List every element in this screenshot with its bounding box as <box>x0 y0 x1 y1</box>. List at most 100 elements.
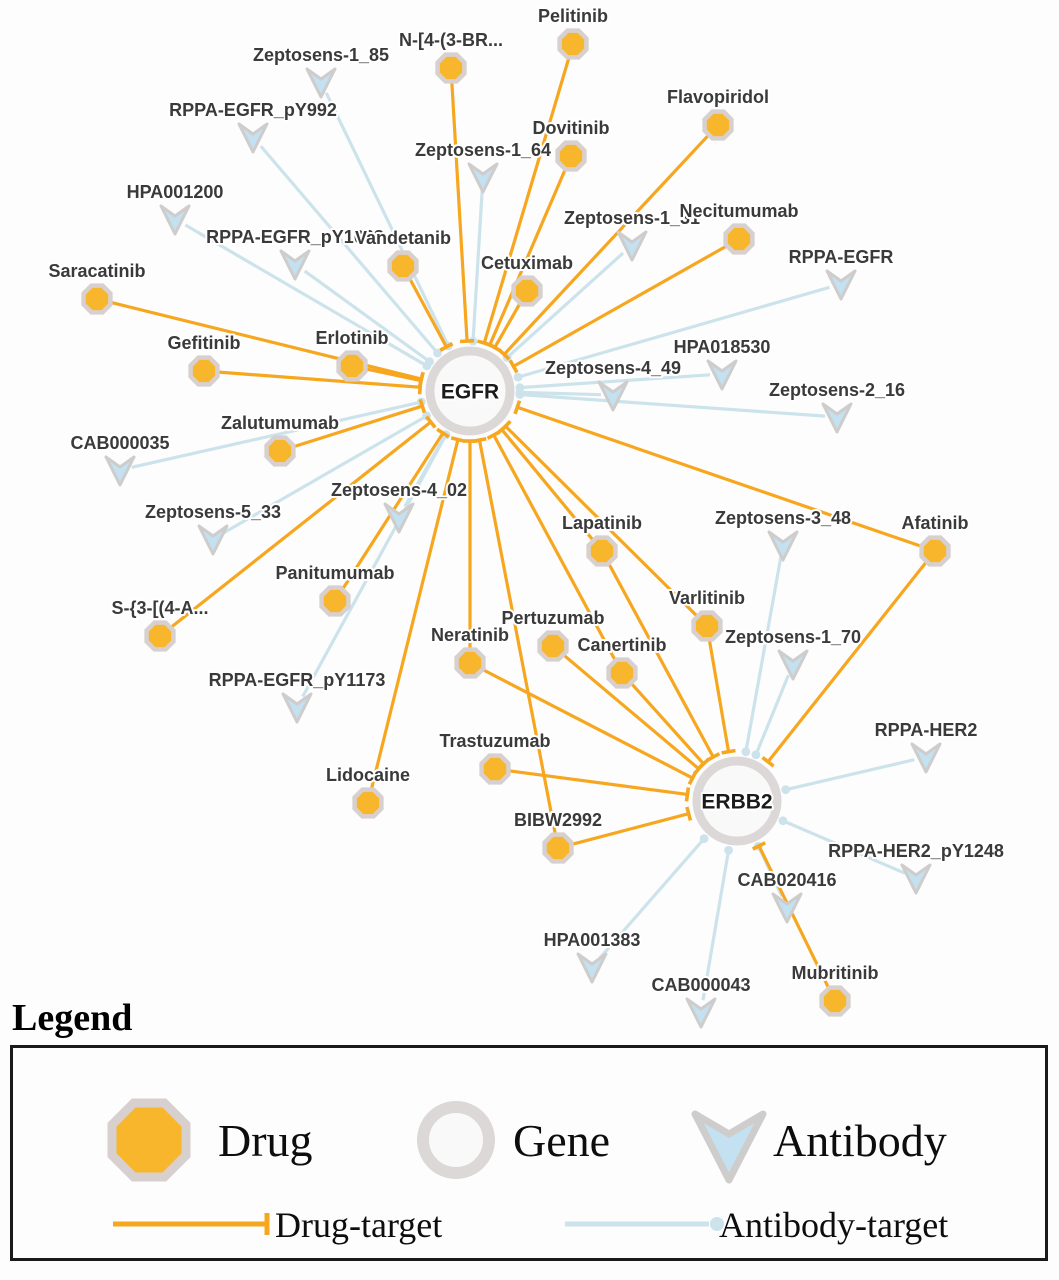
antibody-node[interactable] <box>685 997 717 1029</box>
antibody-node[interactable] <box>821 402 853 434</box>
drug-edge-tee-cap <box>459 338 475 344</box>
label-layer: Zeptosens-1_85RPPA-EGFR_pY992Zeptosens-1… <box>46 4 1005 997</box>
antibody-node[interactable] <box>383 502 415 534</box>
drug-edge-tee-cap <box>450 436 466 443</box>
drug-node-label: Pelitinib <box>538 6 608 26</box>
drug-node[interactable] <box>702 109 734 141</box>
drug-edge-tee-cap <box>487 342 502 353</box>
antibody-node[interactable] <box>616 230 648 262</box>
drug-target-edge <box>370 439 460 789</box>
drug-node[interactable] <box>511 275 543 307</box>
antibody-target-edge <box>782 819 906 875</box>
antibody-node[interactable] <box>597 380 629 412</box>
gene-node-label: ERBB2 <box>701 791 772 814</box>
drug-edge-tee-cap <box>418 398 427 414</box>
drug-node[interactable] <box>542 832 574 864</box>
drug-node[interactable] <box>352 787 384 819</box>
drug-node[interactable] <box>319 585 351 617</box>
antibody-target-edge <box>506 251 625 359</box>
drug-target-edge <box>607 563 715 758</box>
drug-target-edge-icon <box>113 1213 270 1235</box>
antibody-node-label: RPPA-EGFR_pY1068 <box>206 227 384 247</box>
drug-icon <box>107 1098 191 1182</box>
drug-node[interactable] <box>557 28 589 60</box>
drug-node[interactable] <box>555 140 587 172</box>
drug-target-edge <box>757 845 830 989</box>
drug-node[interactable] <box>819 985 851 1017</box>
drug-target-edge <box>111 301 422 381</box>
drug-node[interactable] <box>387 250 419 282</box>
antibody-edge-dot-cap <box>515 390 525 399</box>
drug-node[interactable] <box>435 52 467 84</box>
drug-target-edge <box>482 57 571 344</box>
antibody-target-edge <box>222 414 428 535</box>
antibody-node[interactable] <box>576 952 608 984</box>
drug-edge-tee-cap <box>425 415 437 429</box>
antibody-node[interactable] <box>159 204 191 236</box>
drug-node[interactable] <box>586 535 618 567</box>
gene-node-label: EGFR <box>441 381 499 404</box>
drug-node-label: Panitumumab <box>275 563 394 583</box>
antibody-node[interactable] <box>771 892 803 924</box>
antibody-target-edge <box>598 837 706 960</box>
drug-target-edge <box>509 769 688 797</box>
gene-node[interactable] <box>425 346 515 436</box>
antibody-node-label: Zeptosens-4_02 <box>331 480 467 500</box>
antibody-node-label: Zeptosens-4_49 <box>545 358 681 378</box>
drug-edge-tee-cap <box>436 427 450 439</box>
antibody-node[interactable] <box>467 162 499 194</box>
drug-target-edge <box>492 434 617 661</box>
drug-node[interactable] <box>479 753 511 785</box>
antibody-node[interactable] <box>197 524 229 556</box>
drug-target-edge <box>493 303 521 349</box>
drug-node[interactable] <box>188 355 220 387</box>
drug-node-label: BIBW2992 <box>514 810 602 830</box>
drug-target-edge <box>766 561 927 763</box>
drug-node-label: N-[4-(3-BR... <box>399 30 503 50</box>
legend-label-antibody: Antibody <box>773 1114 947 1166</box>
antibody-node[interactable] <box>900 863 932 895</box>
legend-label-gene: Gene <box>513 1114 611 1166</box>
drug-node[interactable] <box>454 647 486 679</box>
antibody-node[interactable] <box>237 122 269 154</box>
antibody-edge-dot-cap <box>699 834 709 844</box>
antibody-edge-dot-cap <box>778 816 788 826</box>
antibody-node-label: HPA018530 <box>674 337 771 357</box>
antibody-node[interactable] <box>910 742 942 774</box>
drug-node[interactable] <box>144 620 176 652</box>
drug-target-edge <box>482 668 694 780</box>
antibody-node-label: Zeptosens-5_33 <box>145 502 281 522</box>
antibody-edge-dot-cap <box>513 372 523 382</box>
drug-node-label: Varlitinib <box>669 588 745 608</box>
drug-node[interactable] <box>81 283 113 315</box>
drug-edge-tee-cap <box>417 373 425 388</box>
drug-edge-tee-cap <box>697 757 710 770</box>
antibody-node[interactable] <box>104 455 136 487</box>
antibody-target-edge <box>131 400 422 469</box>
drug-node[interactable] <box>606 657 638 689</box>
antibody-node[interactable] <box>305 67 337 99</box>
antibody-node-label: RPPA-EGFR_pY1173 <box>209 670 386 690</box>
drug-node[interactable] <box>537 630 569 662</box>
drug-target-edge <box>516 405 922 548</box>
drug-node[interactable] <box>691 610 723 642</box>
antibody-target-edge-icon <box>565 1217 724 1231</box>
antibody-node-label: RPPA-HER2 <box>875 720 978 740</box>
legend-label-antibody-target: Antibody-target <box>719 1205 949 1245</box>
gene-node[interactable] <box>692 756 782 846</box>
drug-node[interactable] <box>723 223 755 255</box>
antibody-target-edge <box>519 390 602 397</box>
antibody-node-label: RPPA-HER2_pY1248 <box>828 841 1004 861</box>
drug-target-edge <box>500 428 594 541</box>
antibody-node[interactable] <box>777 649 809 681</box>
drug-node-label: Lidocaine <box>326 765 410 785</box>
antibody-node[interactable] <box>281 692 313 724</box>
antibody-node[interactable] <box>279 249 311 281</box>
antibody-node[interactable] <box>825 269 857 301</box>
antibody-node[interactable] <box>706 359 738 391</box>
drug-node[interactable] <box>336 350 368 382</box>
antibody-node[interactable] <box>767 530 799 562</box>
drug-target-edge <box>293 404 423 449</box>
drug-node[interactable] <box>264 435 296 467</box>
drug-node[interactable] <box>919 535 951 567</box>
